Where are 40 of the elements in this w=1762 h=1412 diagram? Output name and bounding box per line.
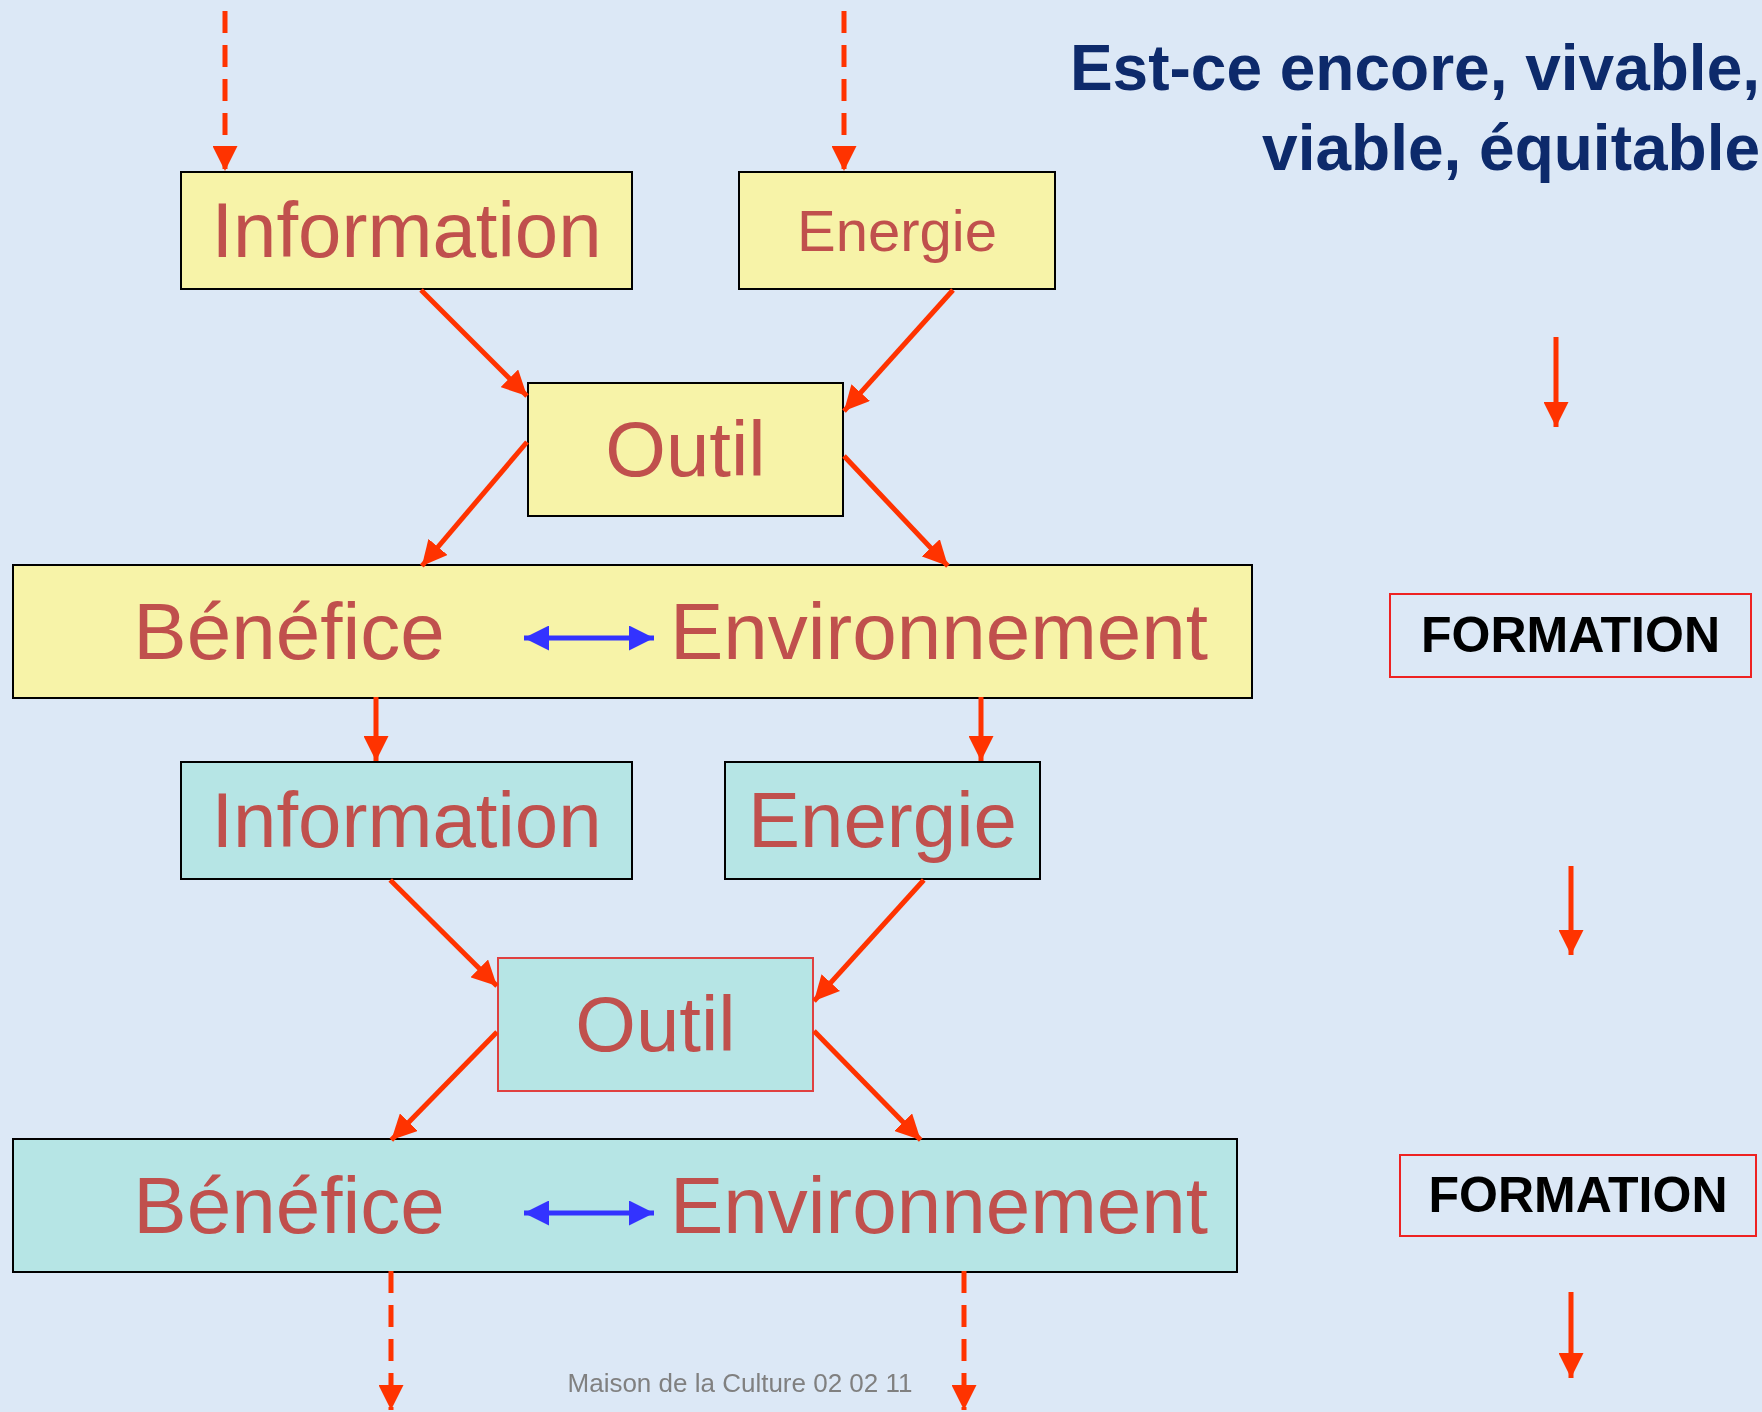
process-box xyxy=(180,171,633,290)
arrow xyxy=(389,1030,499,1142)
node-label: Environnement xyxy=(654,566,1224,697)
arrow xyxy=(378,1271,404,1410)
arrow xyxy=(831,11,857,171)
band-box xyxy=(12,1138,1238,1273)
arrow xyxy=(388,878,499,988)
arrow xyxy=(363,697,389,761)
process-box xyxy=(724,761,1041,880)
box-label: Outil xyxy=(575,981,736,1068)
arrow xyxy=(842,454,950,568)
box-label: FORMATION xyxy=(1428,1168,1728,1223)
arrow xyxy=(968,697,994,761)
box-label: Energie xyxy=(748,777,1017,864)
arrow xyxy=(842,288,955,413)
process-box xyxy=(738,171,1056,290)
box-label: Information xyxy=(211,187,602,274)
arrow xyxy=(812,1029,923,1142)
node-label: Bénéfice xyxy=(54,1140,524,1271)
process-box xyxy=(527,382,844,517)
box-label: Information xyxy=(211,777,602,864)
caption: Maison de la Culture 02 02 11 xyxy=(566,1368,914,1399)
arrow xyxy=(524,625,654,651)
box-label: Outil xyxy=(605,406,766,493)
process-box xyxy=(180,761,633,880)
node-label: Bénéfice xyxy=(54,566,524,697)
box-label: Energie xyxy=(797,198,997,263)
arrow xyxy=(419,440,529,568)
title: Est-ce encore, vivable, viable, équitable xyxy=(1068,31,1760,186)
process-box xyxy=(497,957,814,1092)
arrow xyxy=(212,11,238,171)
node-label: Environnement xyxy=(654,1140,1224,1271)
box-label: FORMATION xyxy=(1421,608,1720,663)
label-box xyxy=(1389,593,1752,678)
arrow xyxy=(524,1200,654,1226)
band-box xyxy=(12,564,1253,699)
arrow xyxy=(812,878,926,1003)
label-box xyxy=(1399,1154,1757,1237)
arrow xyxy=(951,1271,977,1410)
arrow xyxy=(419,288,529,398)
